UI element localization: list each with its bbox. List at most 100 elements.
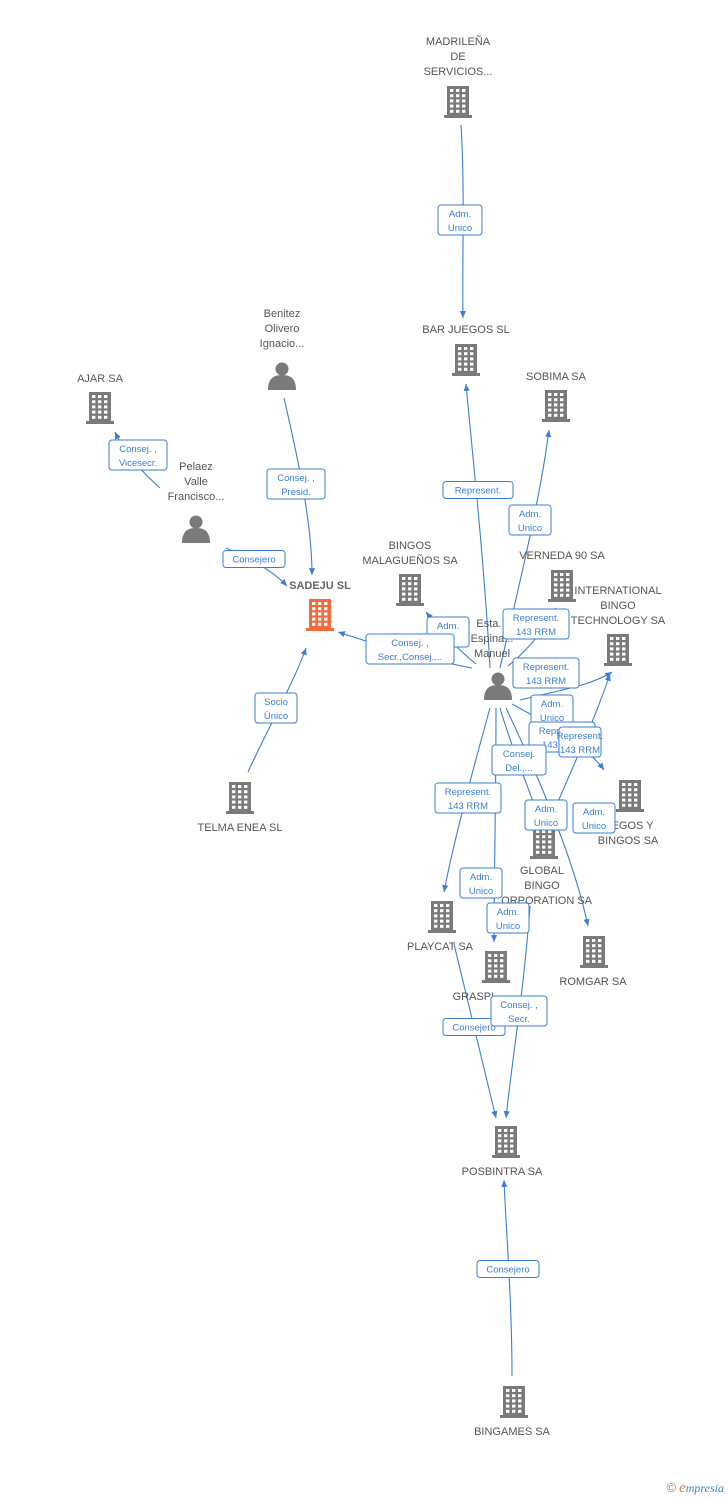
node-label: Ignacio... (260, 338, 305, 350)
role-label: Adm. (541, 699, 563, 710)
person-icon (182, 515, 210, 543)
node-label: BINGO (600, 600, 636, 612)
role-label: Consejero (232, 555, 275, 566)
role-badge-r10[interactable]: Represent.143 RRM (502, 608, 570, 640)
node-verneda[interactable]: VERNEDA 90 SA (519, 550, 605, 602)
role-badge-r4[interactable]: Consejero (222, 550, 286, 568)
role-badge-r21[interactable]: Consejero (442, 1018, 506, 1036)
role-badge-r20[interactable]: Adm.Unico (486, 902, 530, 934)
node-bingames[interactable]: BINGAMES SA (474, 1386, 551, 1438)
role-badge-r12[interactable]: Adm.Unico (530, 694, 574, 726)
node-label: Pelaez (179, 461, 213, 473)
building-icon (226, 782, 254, 814)
node-label: Esta... (476, 618, 507, 630)
building-icon (548, 570, 576, 602)
building-icon (492, 1126, 520, 1158)
node-label: ROMGAR SA (559, 976, 627, 988)
role-label: Represent. (557, 731, 603, 742)
role-label: Consej. , (391, 638, 429, 649)
building-icon (444, 86, 472, 118)
role-label: Represent. (445, 787, 491, 798)
node-intlbingo[interactable]: INTERNATIONAL BINGO TECHNOLOGY SA (571, 585, 666, 666)
building-icon (396, 574, 424, 606)
building-icon (580, 936, 608, 968)
role-badge-r16[interactable]: Adm.Unico (524, 799, 568, 831)
node-label: TELMA ENEA SL (198, 822, 283, 834)
role-label: Presid. (281, 487, 311, 498)
role-badge-r19[interactable]: Adm. Unico (459, 867, 503, 899)
brand-name: mpresia (685, 1481, 724, 1495)
role-label: Consejero (452, 1023, 495, 1034)
role-label: Secr.,Consej.... (378, 652, 442, 663)
role-label: Unico (469, 886, 493, 897)
building-icon (306, 599, 334, 631)
edge-estaspinar-to-barjuegos (463, 383, 491, 669)
node-label: BAR JUEGOS SL (422, 324, 509, 336)
building-icon (428, 901, 456, 933)
role-badge-r15[interactable]: Represent.143 RRM (557, 726, 603, 758)
role-label: 143 RRM (516, 627, 556, 638)
role-badge-r1[interactable]: Adm. Unico (437, 204, 483, 236)
role-badge-r2[interactable]: Consej. ,Vicesecr. (108, 439, 168, 471)
node-label: PLAYCAT SA (407, 941, 474, 953)
node-telma[interactable]: TELMA ENEA SL (198, 782, 283, 834)
node-label: VERNEDA 90 SA (519, 550, 605, 562)
role-badge-r22[interactable]: Consej. ,Secr. (490, 995, 548, 1027)
person-icon (484, 672, 512, 700)
role-badge-r3[interactable]: Consej. ,Presid. (266, 468, 326, 500)
node-label: AJAR SA (77, 373, 124, 385)
building-icon (86, 392, 114, 424)
brand-initial: e (679, 1480, 686, 1496)
role-badge-r7[interactable]: Adm.Unico (508, 504, 552, 536)
role-badge-r18[interactable]: Represent. 143 RRM (434, 782, 502, 814)
role-label: 143 RRM (448, 801, 488, 812)
node-playcat[interactable]: PLAYCAT SA (407, 901, 474, 953)
node-sobima[interactable]: SOBIMA SA (526, 371, 587, 422)
node-posbintra[interactable]: POSBINTRA SA (462, 1126, 543, 1178)
role-label: Unico (582, 821, 606, 832)
node-madrilena[interactable]: MADRILEÑADESERVICIOS... (424, 35, 493, 118)
node-label: SADEJU SL (289, 580, 351, 592)
role-badge-r6[interactable]: Represent. (442, 481, 514, 499)
edge-playcat-to-posbintra (453, 943, 498, 1119)
node-barjuegos[interactable]: BAR JUEGOS SL (422, 324, 510, 376)
node-benitez[interactable]: BenitezOliveroIgnacio... (260, 308, 305, 390)
role-label: Represent. (523, 662, 569, 673)
node-label: Francisco... (168, 491, 225, 503)
role-badge-r11[interactable]: Represent.143 RRM (512, 657, 580, 689)
building-icon (452, 344, 480, 376)
node-label: BINGOS (389, 540, 432, 552)
building-icon (530, 827, 558, 859)
role-badge-r14[interactable]: Consej.Del.,... (491, 744, 547, 776)
building-icon (482, 951, 510, 983)
role-label: Unico (518, 523, 542, 534)
node-sadeju[interactable]: SADEJU SL (289, 580, 351, 631)
role-label: Adm. (449, 209, 471, 220)
brand-footer[interactable]: © empresia (667, 1480, 725, 1497)
node-label: DE (450, 51, 465, 63)
role-label: Adm. (470, 872, 492, 883)
node-romgar[interactable]: ROMGAR SA (559, 936, 627, 988)
node-label: Benitez (264, 308, 301, 320)
building-icon (616, 780, 644, 812)
node-label: Olivero (265, 323, 300, 335)
role-badge-r23[interactable]: Consejero (476, 1260, 540, 1278)
node-label: Manuel (474, 648, 510, 660)
node-pelaez[interactable]: PelaezValleFrancisco... (168, 461, 225, 543)
node-label: SOBIMA SA (526, 371, 587, 383)
role-badge-r17[interactable]: Adm.Unico (572, 802, 616, 834)
role-badge-r9[interactable]: Consej. , Secr.,Consej.... (365, 633, 455, 665)
node-ajar[interactable]: AJAR SA (77, 373, 124, 424)
copyright-symbol: © (666, 1480, 677, 1495)
node-label: TECHNOLOGY SA (571, 615, 666, 627)
role-label: Consej. , (119, 444, 157, 455)
node-label: MADRILEÑA (426, 35, 491, 48)
role-label: Unico (448, 223, 472, 234)
node-label: INTERNATIONAL (574, 585, 661, 597)
node-graspi[interactable]: GRASPI... (453, 951, 510, 1003)
